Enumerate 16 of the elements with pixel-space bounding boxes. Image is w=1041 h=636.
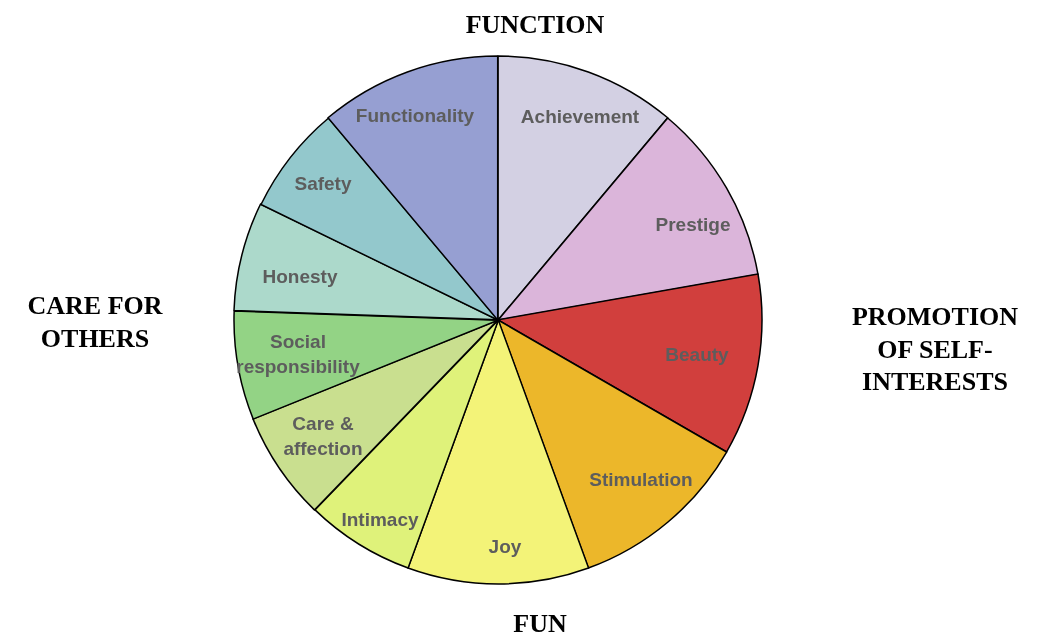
slice-label: Beauty	[664, 342, 730, 367]
category-heading: FUNCTION	[464, 8, 606, 41]
pie-slice	[234, 204, 498, 320]
category-heading: PROMOTION OF SELF-INTERESTS	[850, 301, 1020, 399]
slice-label: Honesty	[261, 264, 339, 289]
category-heading: FUN	[512, 607, 568, 636]
slice-label: Functionality	[354, 103, 476, 128]
slice-label: Achievement	[519, 104, 641, 129]
slice-label: Care & affection	[282, 412, 364, 461]
slice-label: Joy	[487, 534, 523, 559]
slice-label: Stimulation	[588, 467, 694, 492]
slice-label: Safety	[293, 171, 353, 196]
pie-slice	[498, 274, 762, 452]
slice-label: Prestige	[654, 212, 732, 237]
slice-label: Intimacy	[340, 507, 420, 532]
category-heading: CARE FOR OTHERS	[26, 289, 164, 354]
